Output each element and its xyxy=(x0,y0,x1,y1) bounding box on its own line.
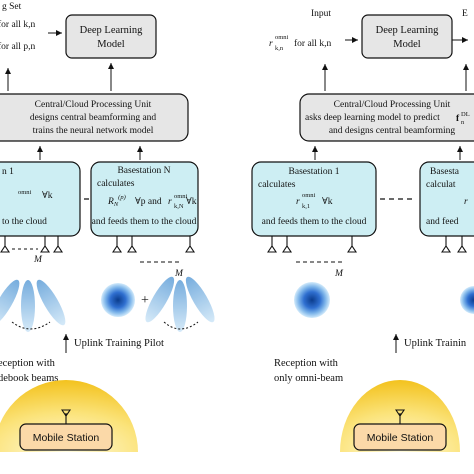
left-cpu-line1: Central/Cloud Processing Unit xyxy=(35,100,152,110)
right-cpu-f: f xyxy=(456,114,460,124)
right-bs2-antennas xyxy=(440,236,468,253)
right-mobile-label: Mobile Station xyxy=(367,432,434,444)
left-bs1-omni: omni xyxy=(18,189,32,196)
left-bsn-box xyxy=(90,161,199,237)
left-omni-beam xyxy=(101,283,135,317)
right-top-e: E xyxy=(462,9,468,19)
right-cpu-n: n xyxy=(461,119,465,126)
right-mobile-station xyxy=(353,423,447,451)
right-omni-sup: omni xyxy=(275,34,289,41)
left-mobile-antenna xyxy=(60,409,72,424)
left-bs1-line3: to the cloud xyxy=(2,217,47,227)
left-bsn-omni-sup: omni xyxy=(174,193,188,200)
right-kn-sub: k,n xyxy=(275,45,284,52)
right-r-knomni: r xyxy=(269,39,273,49)
right-bs1-line3: and feeds them to the cloud xyxy=(262,216,367,227)
left-input-line1: for all k,n xyxy=(0,19,35,30)
right-omni-beam-2 xyxy=(460,286,474,314)
left-cpu-box xyxy=(0,93,189,142)
right-bs2-box xyxy=(419,161,474,237)
right-reception-line2: only omni-beam xyxy=(274,373,343,384)
right-panel: Input E r omni k,n for all k,n Deep Lear… xyxy=(251,9,474,452)
right-bs2-title: Basesta xyxy=(430,167,460,177)
right-input-line: for all k,n xyxy=(294,38,331,49)
left-dl-line2: Model xyxy=(97,39,124,50)
right-bs1-antennas xyxy=(266,236,358,263)
left-bsn-beams xyxy=(145,276,215,332)
right-mobile-antenna xyxy=(394,409,406,424)
left-bsn-line2: ∀p and xyxy=(135,196,162,207)
left-input-line2: for all p,n xyxy=(0,41,35,52)
right-bs2-line3: and feed xyxy=(426,216,459,227)
left-bsn-kn: k,N xyxy=(174,203,184,210)
left-dl-box xyxy=(65,14,157,59)
left-bs1-antennas xyxy=(0,236,64,253)
left-mobile-label: Mobile Station xyxy=(33,432,100,444)
right-cpu-line2: asks deep learning model to predict xyxy=(305,113,440,123)
left-top-caption: g Set xyxy=(2,2,22,12)
right-cpu-box xyxy=(299,93,474,142)
right-input-label: Input xyxy=(311,9,331,19)
left-bsn-forall: ∀k xyxy=(186,196,197,207)
left-codebook-beams xyxy=(0,279,66,332)
right-omni-beam xyxy=(294,282,330,318)
left-bs1-forall: ∀k xyxy=(42,190,53,201)
right-bs1-title: Basestation 1 xyxy=(289,167,340,177)
left-bs1-box xyxy=(0,161,81,237)
right-m-label: M xyxy=(334,269,344,279)
right-bs1-forall: ∀k xyxy=(322,196,333,207)
right-bs1-k1: k,1 xyxy=(302,203,310,210)
right-uplink-label: Uplink Trainin xyxy=(404,338,467,349)
right-bs1-line1: calculates xyxy=(258,180,296,190)
left-dl-line1: Deep Learning xyxy=(80,25,143,36)
left-m2-label: M xyxy=(174,269,184,279)
right-dl-box xyxy=(361,14,453,59)
left-beam-arc xyxy=(11,321,51,330)
right-bs2-r: r xyxy=(464,197,468,207)
left-bs1-title: n 1 xyxy=(2,167,14,177)
left-bsn-line3: and feeds them to the cloud xyxy=(92,216,197,227)
right-cpu-dl: DL xyxy=(461,111,470,118)
left-reception-line2: debook beams xyxy=(0,373,58,384)
left-uplink-label: Uplink Training Pilot xyxy=(74,338,164,349)
left-plus: + xyxy=(141,293,149,308)
left-cpu-line3: trains the neural network model xyxy=(33,126,154,136)
left-panel: g Set for all k,n for all p,n Deep Learn… xyxy=(0,2,215,452)
left-bsn-antennas xyxy=(111,236,196,263)
left-bsn-beam-arc xyxy=(163,321,199,330)
left-bsn-title: Basestation N xyxy=(117,166,170,176)
right-reception-line1: Reception with xyxy=(274,358,339,369)
right-bs1-omni: omni xyxy=(302,192,316,199)
left-cpu-line2: designs central beamforming and xyxy=(30,112,157,123)
left-bsn-r: r xyxy=(168,197,172,207)
right-cpu-line1: Central/Cloud Processing Unit xyxy=(334,100,451,110)
right-dl-line2: Model xyxy=(393,39,420,50)
right-bs2-line1: calculat xyxy=(426,180,456,190)
right-bs1-box xyxy=(251,161,377,237)
right-cpu-line3: and designs central beamforming xyxy=(329,125,456,136)
left-bsn-line1: calculates xyxy=(97,179,135,189)
left-reception-line1: eception with xyxy=(0,358,56,369)
left-m1-label: M xyxy=(33,255,43,265)
right-dl-line1: Deep Learning xyxy=(376,25,439,36)
right-bs1-r: r xyxy=(296,197,300,207)
left-mobile-station xyxy=(19,423,113,451)
